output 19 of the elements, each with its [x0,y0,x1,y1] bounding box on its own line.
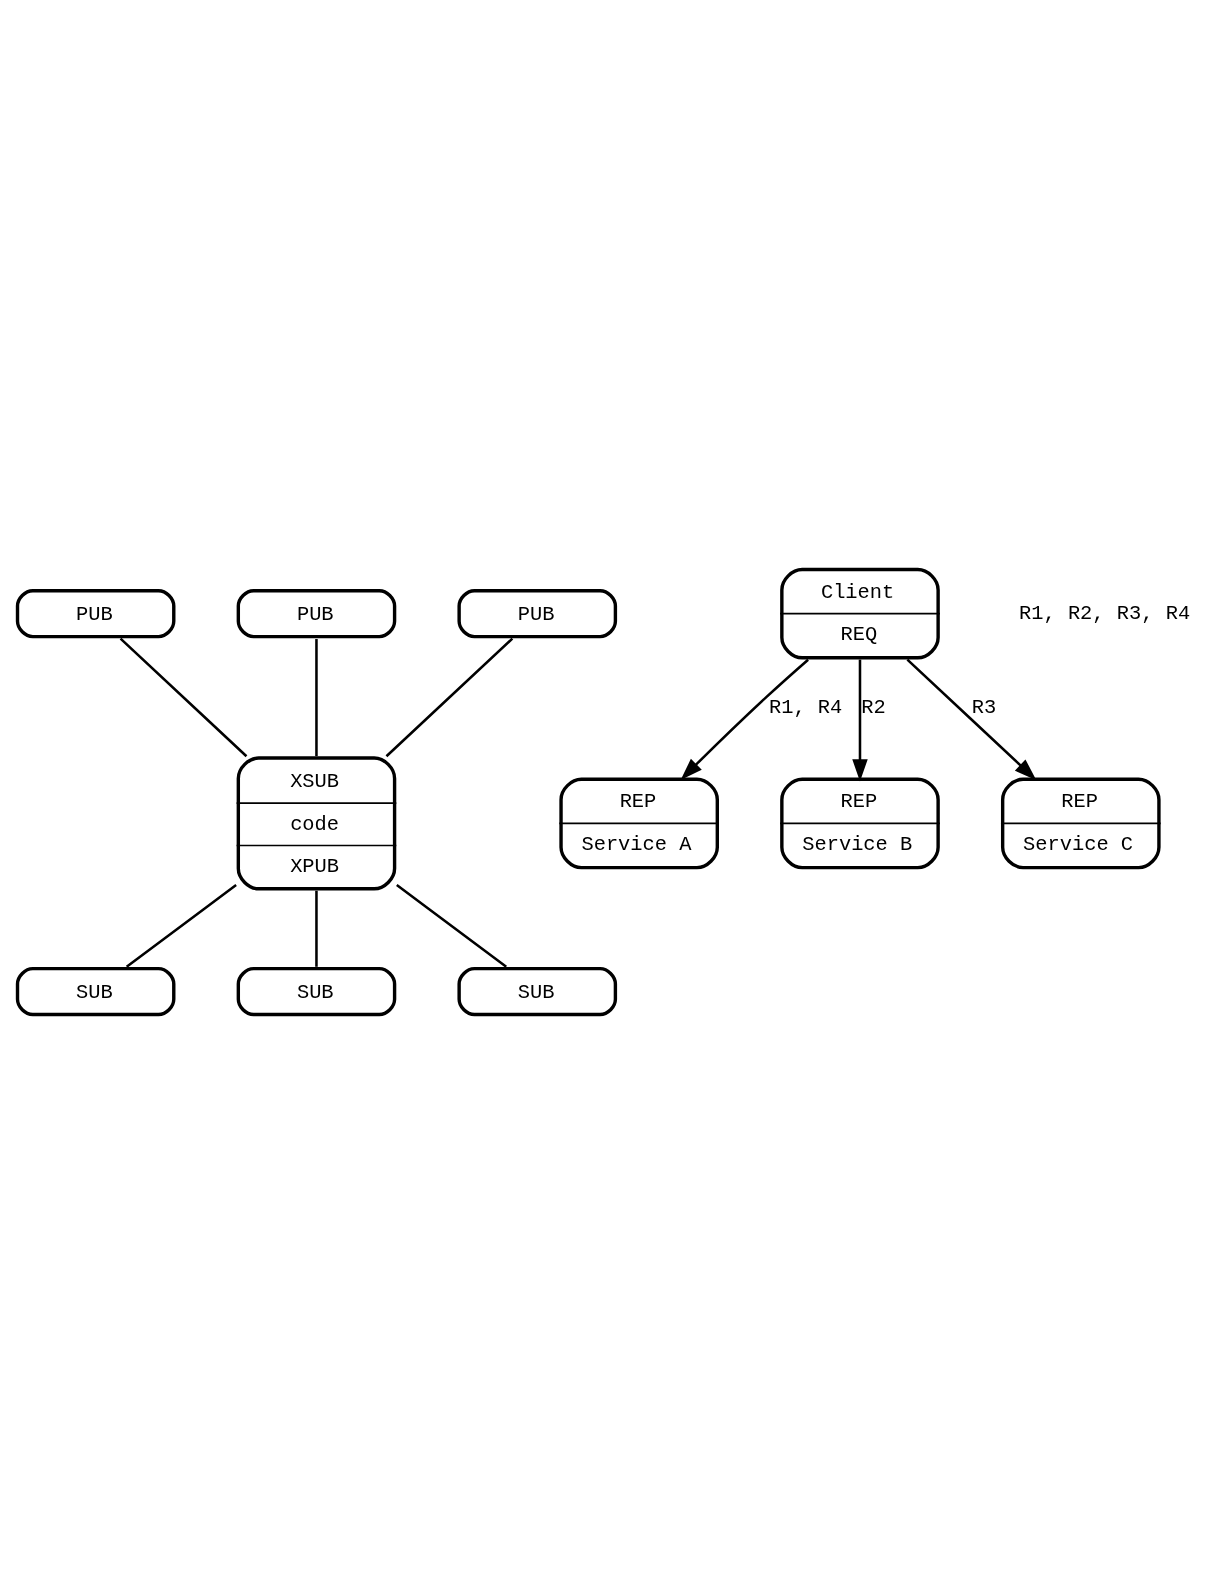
edge-label: R3 [971,696,997,720]
arrow [852,659,868,782]
node-box: SUB [15,966,176,1017]
edge-label: R1, R4 [768,696,843,720]
connector [315,639,318,757]
node-box: SUB [236,966,397,1017]
edge-label: R2 [861,696,886,720]
node-box: PUB [236,589,397,639]
connector [119,637,248,758]
arrow [906,658,1037,781]
node-box: PUB [15,589,176,639]
node-box: PUB [457,589,618,639]
node-box: SUB [457,966,618,1017]
connector [125,884,237,968]
connector [315,890,318,967]
connector [396,884,507,968]
label: R1, R2, R3, R4 [1018,601,1191,625]
connector [385,637,514,758]
arrow [680,658,809,780]
